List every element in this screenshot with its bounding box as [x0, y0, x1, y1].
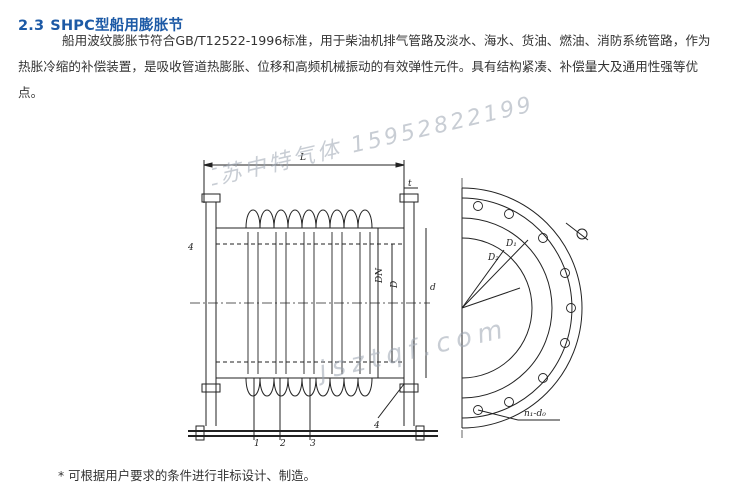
- expansion-joint-drawing: L DN D d t D₁ D₂ n₁-d₀ 4 1 2 3 4: [187, 153, 589, 448]
- part-3-label: 3: [310, 439, 316, 448]
- dim-thickness-label: t: [408, 179, 412, 189]
- description-paragraph: 船用波纹膨胀节符合GB/T12522-1996标准，用于柴油机排气管路及淡水、海…: [18, 28, 723, 106]
- part-4-upper-label: 4: [187, 243, 194, 253]
- dim-d-inner-label: D: [390, 281, 400, 289]
- part-4-label: 4: [373, 421, 380, 431]
- dim-length-label: L: [299, 153, 306, 163]
- dim-d2-label: D₂: [487, 253, 499, 263]
- dim-dn-label: DN: [375, 267, 385, 284]
- dim-d1-label: D₁: [505, 239, 517, 249]
- dim-d-label: d: [430, 283, 436, 293]
- description-text: 船用波纹膨胀节符合GB/T12522-1996标准，用于柴油机排气管路及淡水、海…: [18, 33, 711, 100]
- section-number: 2.3: [18, 18, 45, 34]
- section-heading: 2.3 SHPC型船用膨胀节: [18, 14, 183, 35]
- part-2-label: 2: [279, 439, 286, 448]
- section-title: SHPC型船用膨胀节: [50, 18, 184, 34]
- bolt-holes-label: n₁-d₀: [524, 409, 546, 419]
- footnote: * 可根据用户要求的条件进行非标设计、制造。: [58, 468, 316, 483]
- part-1-label: 1: [254, 439, 260, 448]
